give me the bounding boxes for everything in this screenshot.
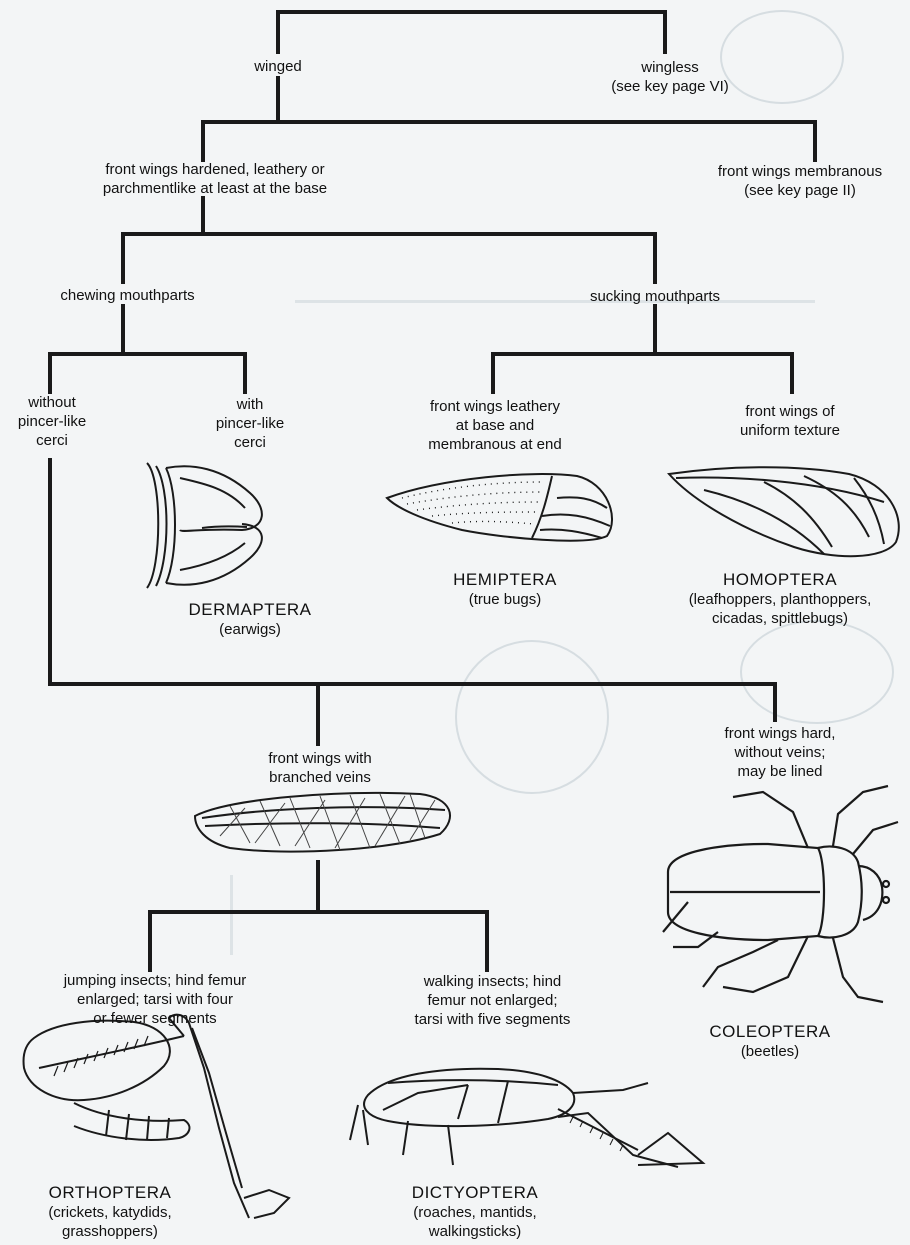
common-name-dermaptera: (earwigs) <box>175 620 325 639</box>
homoptera-wing-illustration <box>664 462 909 562</box>
hemiptera-wing-illustration <box>382 468 622 548</box>
order-name-orthoptera: ORTHOPTERA <box>30 1183 190 1202</box>
order-name-coleoptera: COLEOPTERA <box>695 1022 845 1041</box>
common-name-hemiptera: (true bugs) <box>430 590 580 609</box>
label-winged: winged <box>228 57 328 76</box>
orthopteroid-wing-illustration <box>190 788 460 858</box>
common-name-coleoptera: (beetles) <box>695 1042 845 1061</box>
label-wingless: wingless (see key page VI) <box>585 58 755 96</box>
cockroach-illustration <box>348 1055 708 1185</box>
label-leathery-base: front wings leathery at base and membran… <box>400 397 590 454</box>
earwig-abdomen-illustration <box>142 458 272 598</box>
order-name-dictyoptera: DICTYOPTERA <box>390 1183 560 1202</box>
label-chewing-mouthparts: chewing mouthparts <box>20 286 235 305</box>
common-name-homoptera: (leafhoppers, planthoppers, cicadas, spi… <box>665 590 895 628</box>
label-branched-veins: front wings with branched veins <box>225 749 415 787</box>
common-name-orthoptera: (crickets, katydids, grasshoppers) <box>25 1203 195 1241</box>
order-name-dermaptera: DERMAPTERA <box>175 600 325 619</box>
label-without-cerci: without pincer-like cerci <box>2 393 102 450</box>
order-name-hemiptera: HEMIPTERA <box>430 570 580 589</box>
label-with-cerci: with pincer-like cerci <box>200 395 300 452</box>
label-walking-insects: walking insects; hind femur not enlarged… <box>385 972 600 1029</box>
label-jumping-insects: jumping insects; hind femur enlarged; ta… <box>20 971 290 1028</box>
label-uniform-texture: front wings of uniform texture <box>700 402 880 440</box>
label-front-wings-membranous: front wings membranous (see key page II) <box>690 162 910 200</box>
beetle-illustration <box>658 782 903 1017</box>
order-name-homoptera: HOMOPTERA <box>690 570 870 589</box>
label-sucking-mouthparts: sucking mouthparts <box>555 287 755 306</box>
common-name-dictyoptera: (roaches, mantids, walkingsticks) <box>385 1203 565 1241</box>
label-hard-no-veins: front wings hard, without veins; may be … <box>695 724 865 781</box>
label-front-wings-hardened: front wings hardened, leathery or parchm… <box>60 160 370 198</box>
